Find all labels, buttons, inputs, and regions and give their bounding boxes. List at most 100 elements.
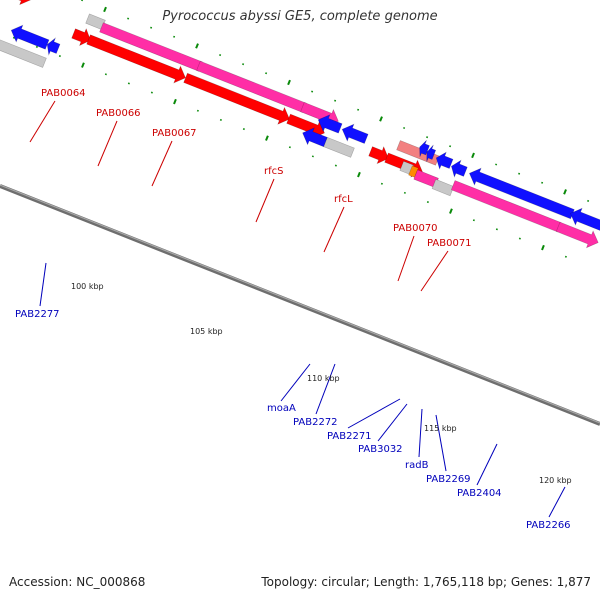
map-title: Pyrococcus abyssi GE5, complete genome [162, 9, 438, 24]
tick-mark [426, 201, 429, 204]
forward-gene-label: rfcL [334, 194, 353, 205]
scale-label: 105 kbp [190, 327, 223, 336]
gene-PAB2272-arrow [341, 123, 369, 144]
reverse-gene-label: moaA [267, 403, 296, 414]
reverse-gene-label: PAB2277 [15, 309, 60, 320]
genome-backbone [0, 184, 600, 426]
scale-label: 100 kbp [71, 282, 104, 291]
tick-mark [334, 164, 337, 167]
leader-line [39, 262, 47, 307]
tick-mark [150, 91, 153, 94]
reverse-gene-label: radB [405, 460, 429, 471]
gene-PAB0064-arrow [18, 0, 32, 6]
tick-mark [195, 43, 199, 49]
tick-mark [81, 0, 84, 2]
gene-PAB3032-arrow [426, 144, 437, 162]
gene-PAB2266-arrow [570, 207, 600, 231]
tick-marks [12, 0, 590, 258]
genome-backbone-highlight [0, 184, 600, 424]
tick-mark [287, 79, 291, 86]
leader-line [151, 140, 173, 187]
tick-mark [403, 191, 406, 194]
tick-mark [104, 73, 107, 76]
tick-mark [265, 135, 269, 141]
forward-gene-label: rfcS [264, 166, 283, 177]
tick-mark [357, 108, 360, 111]
gene-PAB2277-arrow [10, 24, 50, 50]
label-leader-lines [29, 100, 566, 518]
gene-PAB2404-box [450, 180, 562, 233]
tick-mark [495, 228, 498, 231]
tick-mark [219, 118, 222, 121]
forward-gene-label: PAB0066 [96, 108, 141, 119]
reverse-gene-label: PAB2266 [526, 520, 571, 531]
scale-label: 110 kbp [307, 374, 340, 383]
tick-mark [12, 36, 15, 39]
tick-mark [472, 219, 475, 222]
gene-PAB2266-box [555, 221, 599, 249]
leader-line [548, 486, 566, 518]
leader-line [476, 443, 498, 486]
leader-line [418, 408, 423, 458]
scale-label: 120 kbp [539, 476, 572, 485]
tick-mark [564, 255, 567, 258]
scale-labels: 100 kbp 105 kbp 110 kbp 115 kbp 120 kbp [71, 282, 572, 485]
gene-PAB0067-box [99, 22, 203, 72]
gene-PAB2277-box [0, 39, 47, 68]
leader-line [377, 403, 408, 442]
leader-line [420, 250, 449, 292]
tick-mark [219, 54, 222, 57]
tick-mark [242, 63, 245, 66]
tick-mark [265, 72, 268, 75]
tick-mark [127, 17, 130, 20]
tick-mark [173, 98, 177, 105]
tick-mark [449, 145, 452, 148]
tick-mark [541, 181, 544, 184]
gene-PAB0070-arrow [368, 145, 389, 165]
tick-mark [403, 126, 406, 130]
tick-mark [357, 171, 361, 178]
forward-gene-label: PAB0067 [152, 128, 197, 139]
genome-summary-text: Topology: circular; Length: 1,765,118 bp… [261, 575, 591, 589]
gene-PAB0066-arrow [71, 27, 91, 47]
leader-line [315, 363, 336, 415]
gene-rfcS-box [196, 60, 307, 113]
gene-PAB2269-arrow [451, 159, 468, 178]
leader-line [397, 235, 415, 282]
tick-mark [495, 163, 498, 166]
gene-PAB2271-arrow [419, 139, 430, 158]
gene-PAB0067-arrow [86, 34, 186, 84]
reverse-gene-label: PAB2269 [426, 474, 471, 485]
tick-mark [242, 128, 245, 131]
tick-mark [379, 116, 383, 122]
tick-mark [380, 182, 383, 185]
tick-mark [449, 208, 453, 214]
gene-moaA-arrow-2 [302, 127, 328, 148]
gene-PAB2269-box-2 [431, 178, 455, 197]
tick-mark [518, 172, 521, 175]
tick-mark [173, 35, 176, 38]
forward-gene-label: PAB0071 [427, 238, 472, 249]
scale-label: 115 kbp [424, 424, 457, 433]
tick-mark [471, 152, 475, 159]
tick-mark [518, 237, 521, 240]
leader-line [347, 398, 401, 429]
leader-line [280, 363, 311, 402]
tick-mark [587, 199, 590, 202]
gene-radB-arrow [435, 151, 454, 170]
tick-mark [311, 155, 314, 158]
tick-mark [127, 82, 130, 85]
tick-mark [334, 99, 337, 102]
tick-mark [150, 26, 153, 29]
leader-line [255, 178, 275, 223]
tick-mark [81, 62, 85, 68]
tick-mark [541, 244, 545, 251]
gene-labels: PAB0064PAB0066PAB0067rfcSrfcLPAB0070PAB0… [15, 88, 571, 531]
reverse-gene-label: PAB2272 [293, 417, 338, 428]
forward-gene-label: PAB0070 [393, 223, 438, 234]
tick-mark [196, 109, 199, 112]
reverse-gene-label: PAB2404 [457, 488, 502, 499]
reverse-gene-label: PAB2271 [327, 431, 372, 442]
